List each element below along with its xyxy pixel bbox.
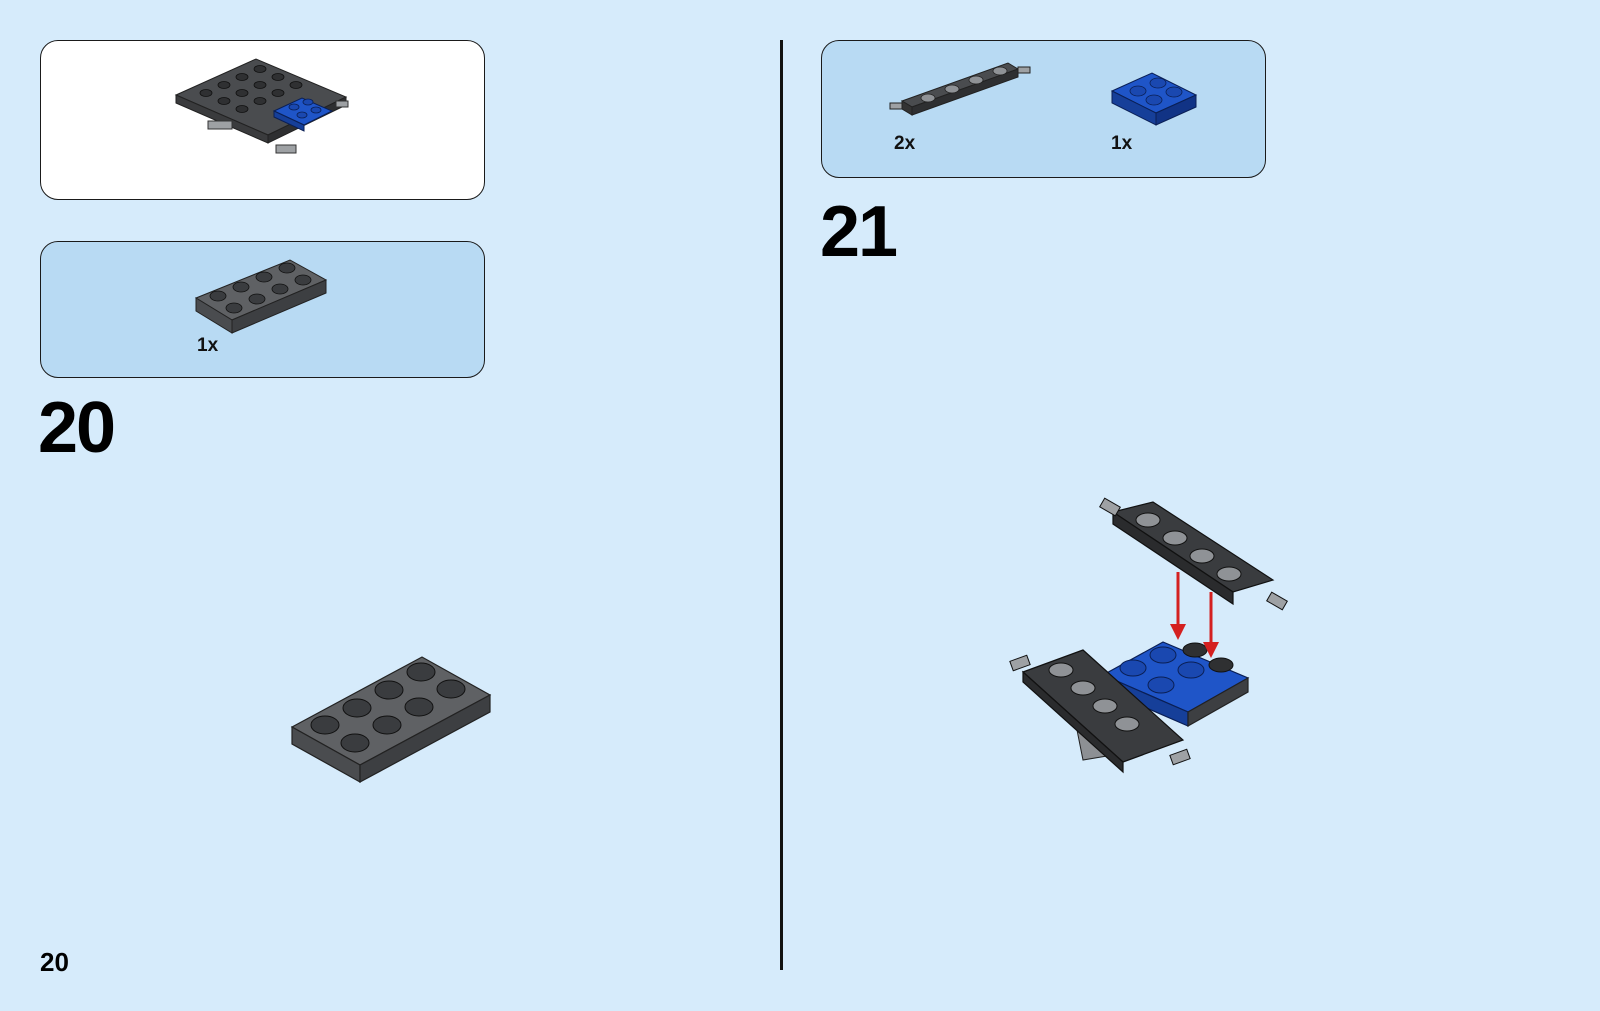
page-number: 20 bbox=[40, 949, 69, 975]
part-qty: 1x bbox=[1111, 133, 1132, 155]
step-number: 21 bbox=[820, 196, 896, 268]
assembled-chassis-icon bbox=[176, 55, 376, 165]
blue-plate-icon bbox=[1110, 71, 1200, 131]
step-number: 20 bbox=[38, 392, 114, 464]
step-20-plate-icon bbox=[290, 655, 495, 785]
axle-assembly-icon bbox=[1023, 500, 1323, 800]
parts-list-box-right: 2x 1x bbox=[821, 40, 1266, 178]
wheel-axle-plate-icon bbox=[890, 59, 1040, 129]
page-divider bbox=[780, 40, 783, 970]
part-qty: 2x bbox=[894, 133, 915, 155]
down-arrow-icon bbox=[1170, 572, 1186, 640]
part-qty: 1x bbox=[197, 335, 218, 357]
dark-gray-plate-icon bbox=[194, 258, 329, 338]
parts-list-box: 1x bbox=[40, 241, 485, 378]
overview-box bbox=[40, 40, 485, 200]
